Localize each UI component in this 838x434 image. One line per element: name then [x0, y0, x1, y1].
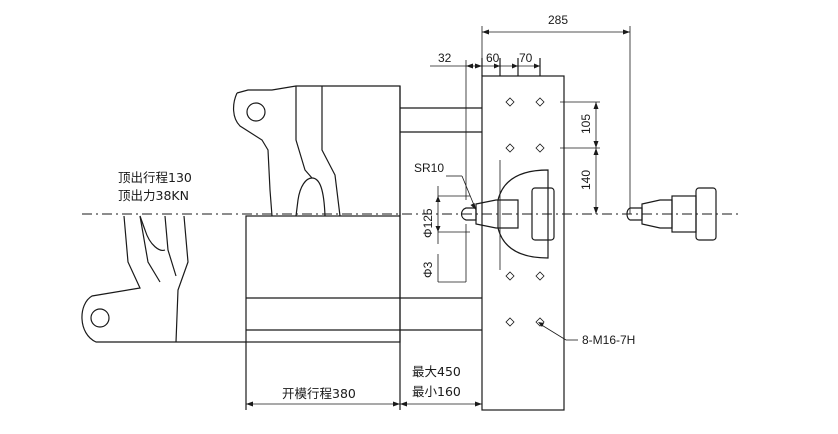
moving-platen: [81, 85, 482, 410]
phi3-label: Φ3: [421, 261, 435, 278]
dim-60-label: 60: [486, 51, 500, 65]
thread-label: 8-M16-7H: [582, 333, 635, 347]
dim-140-label: 140: [579, 170, 593, 190]
dim-70-label: 70: [519, 51, 533, 65]
ejector-stroke-label: 顶出行程130: [118, 170, 192, 185]
dimension-lines: [246, 26, 631, 407]
ejector-force-label: 顶出力38KN: [118, 188, 189, 203]
dim-285-label: 285: [548, 13, 568, 27]
min-daylight-label: 最小160: [412, 384, 461, 399]
dim-105-label: 105: [579, 114, 593, 134]
sr10-label: SR10: [414, 161, 444, 175]
dimension-labels: 285 32 60 70 105 140 SR10 Φ125 Φ3 8-M16-…: [118, 13, 635, 401]
phi125-label: Φ125: [421, 208, 435, 238]
open-stroke-label: 开模行程380: [282, 386, 356, 401]
max-daylight-label: 最大450: [412, 364, 461, 379]
fixed-platen: [460, 58, 565, 411]
dim-32-label: 32: [438, 51, 452, 65]
mounting-holes: [505, 97, 545, 327]
